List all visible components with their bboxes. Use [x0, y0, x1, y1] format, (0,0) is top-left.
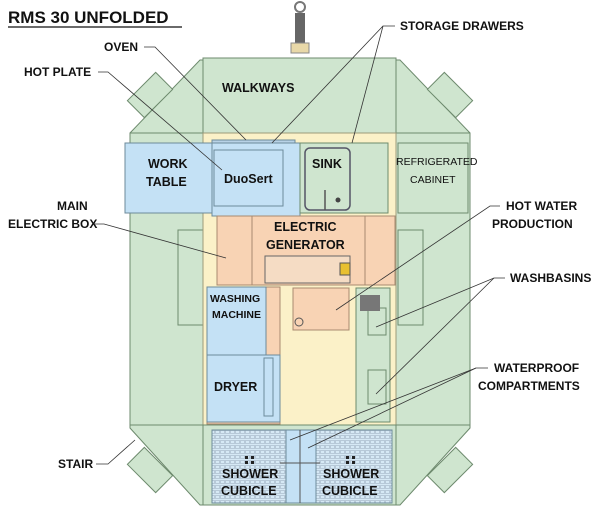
washbasin-lower — [367, 369, 387, 405]
drain-icon — [335, 197, 341, 203]
storage-drawers — [211, 139, 296, 144]
callout-hot-water-production-2: PRODUCTION — [492, 217, 573, 231]
electric-generator-label: ELECTRIC — [274, 220, 337, 234]
generator-coil — [339, 262, 351, 276]
work-table-label-2: TABLE — [146, 175, 187, 189]
generator-side — [364, 215, 396, 286]
shower-cubicle-right — [315, 429, 393, 504]
main-electric-box — [216, 215, 253, 286]
callout-main-electric-box-2: ELECTRIC BOX — [8, 217, 97, 231]
refrigerated-cabinet-label: REFRIGERATED — [396, 156, 478, 168]
side-panel-right — [397, 229, 424, 326]
dryer-panel — [263, 357, 274, 417]
washing-machine-label-2: MACHINE — [212, 309, 261, 321]
refrigerated-cabinet — [397, 142, 469, 214]
generator-engine — [264, 255, 351, 284]
callout-waterproof-compartments: WATERPROOF — [494, 361, 579, 375]
hot-plate — [213, 149, 284, 207]
stair-top-right — [426, 71, 474, 119]
boiler-icon — [294, 317, 304, 327]
hot-water-production — [292, 287, 350, 331]
shower-cubicle-left — [211, 429, 287, 504]
washing-machine-label: WASHING — [210, 293, 260, 305]
shower-right-label-2: CUBICLE — [322, 484, 378, 498]
electric-generator-label-2: GENERATOR — [266, 238, 345, 252]
sink-basin — [304, 147, 351, 211]
leader-main-electric-box — [94, 223, 227, 259]
duosert-label: DuoSert — [224, 172, 273, 186]
sink-label: SINK — [312, 157, 342, 171]
stair-top-left — [126, 71, 174, 119]
waterproof-compartment — [285, 429, 317, 504]
leader-washbasins-b — [375, 277, 495, 395]
callout-waterproof-compartments-2: COMPARTMENTS — [478, 379, 580, 393]
walkways-label: WALKWAYS — [222, 81, 294, 95]
leader-storage-drawers-b — [351, 25, 384, 144]
lifting-eye-icon — [290, 1, 310, 54]
walkway-top — [202, 57, 397, 134]
callout-washbasins: WASHBASINS — [510, 271, 591, 285]
callout-oven: OVEN — [104, 40, 138, 54]
shower-head-right-icon — [346, 456, 355, 464]
callout-hot-water-production: HOT WATER — [506, 199, 577, 213]
callout-storage-drawers: STORAGE DRAWERS — [400, 19, 524, 33]
mixer-valve-icon — [360, 295, 380, 311]
shower-left-label: SHOWER — [222, 467, 278, 481]
stair-bottom-right — [426, 446, 474, 494]
leader-stair — [96, 439, 136, 465]
shower-right-label: SHOWER — [323, 467, 379, 481]
dryer-label: DRYER — [214, 380, 257, 394]
callout-main-electric-box: MAIN — [57, 199, 88, 213]
washing-machine — [206, 286, 267, 356]
diagram-title: RMS 30 UNFOLDED — [8, 8, 169, 27]
refrigerated-cabinet-label-2: CABINET — [410, 174, 456, 186]
callout-stair: STAIR — [58, 457, 93, 471]
work-table-label: WORK — [148, 157, 188, 171]
leader-oven — [144, 46, 247, 141]
dryer — [206, 354, 281, 423]
leader-hot-water — [335, 205, 500, 311]
stair-bottom-left — [126, 446, 174, 494]
shower-left-label-2: CUBICLE — [221, 484, 277, 498]
shower-head-left-icon — [245, 456, 254, 464]
sink-counter — [299, 142, 389, 214]
callout-hot-plate: HOT PLATE — [24, 65, 91, 79]
leader-hot-plate — [98, 71, 223, 171]
leader-waterproof-b — [307, 367, 477, 449]
